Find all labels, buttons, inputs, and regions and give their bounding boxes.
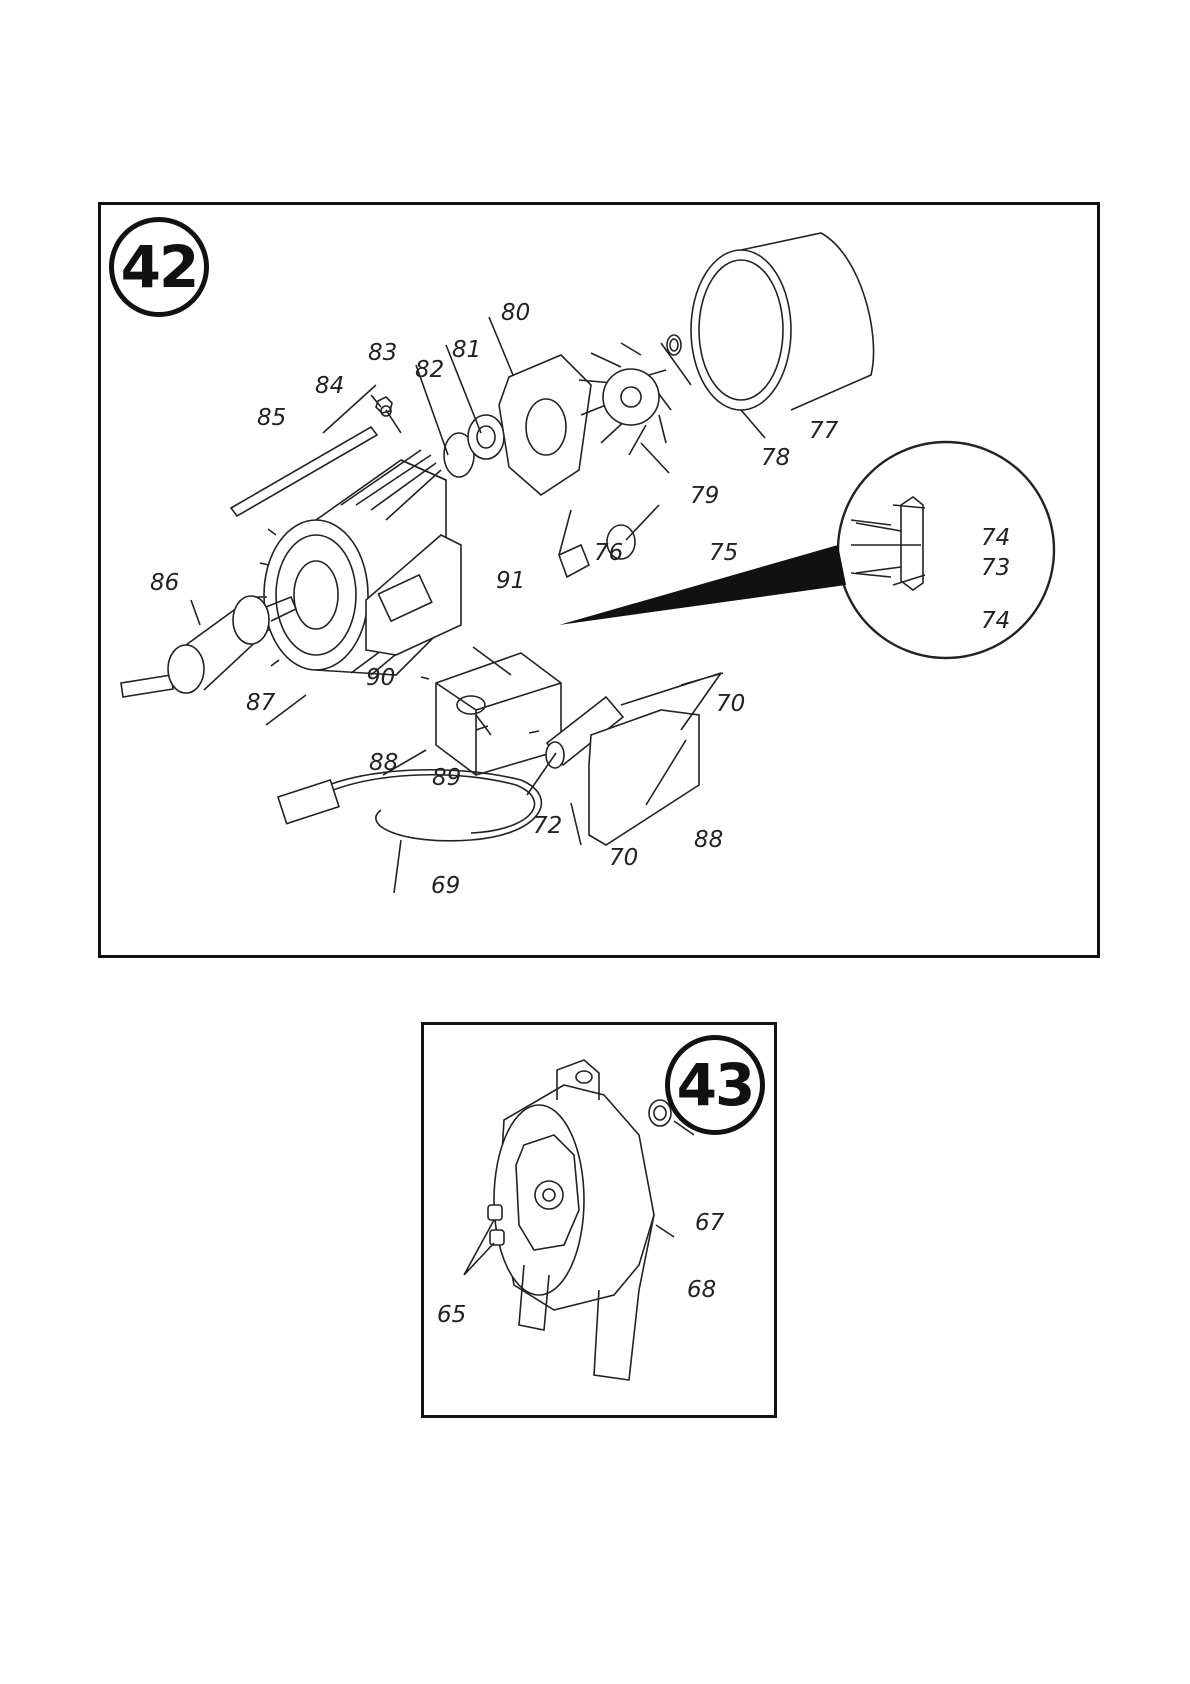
callout-label: 76 [594, 540, 623, 566]
figure-number-badge: 42 [109, 217, 209, 317]
callout-label: 86 [150, 570, 179, 596]
callout-label: 72 [533, 813, 562, 839]
terminal-box [436, 653, 561, 775]
cover-plate [589, 710, 699, 845]
callout-label: 85 [257, 405, 286, 431]
callout-label: 75 [709, 540, 738, 566]
end-shield [499, 355, 591, 495]
callout-label: 89 [432, 765, 461, 791]
fan [579, 343, 671, 455]
callout-label: 70 [609, 845, 638, 871]
callout-label: 81 [452, 337, 481, 363]
callout-label: 91 [496, 568, 525, 594]
callout-label: 73 [981, 555, 1010, 581]
bearing [468, 415, 504, 459]
callout-label: 88 [369, 750, 398, 776]
figure-42-panel: 69 70 70 72 73 74 74 75 76 77 78 79 80 8… [98, 202, 1100, 958]
callout-label: 65 [437, 1302, 466, 1328]
callout-label: 87 [246, 690, 276, 716]
fan-spacer [667, 335, 681, 355]
callout-label: 82 [415, 357, 444, 383]
callout-label: 69 [431, 873, 460, 899]
callout-label: 74 [981, 608, 1010, 634]
callout-label: 83 [368, 340, 397, 366]
switch [559, 545, 589, 577]
callout-label: 79 [690, 483, 719, 509]
callout-label: 68 [687, 1277, 716, 1303]
callout-label: 88 [694, 827, 723, 853]
callout-label: 70 [716, 691, 745, 717]
figure-43-panel: 65 67 68 43 [421, 1022, 777, 1418]
fan-cover [691, 233, 874, 410]
callout-label: 84 [315, 373, 344, 399]
callout-label: 77 [809, 418, 839, 444]
power-cable [278, 770, 541, 841]
figure-number-badge: 43 [665, 1035, 765, 1135]
callout-label: 90 [366, 665, 395, 691]
callout-label: 80 [501, 300, 530, 326]
pump-bracket [494, 1060, 654, 1380]
callout-label: 78 [761, 445, 790, 471]
tie-rod [231, 427, 377, 516]
callout-label: 67 [695, 1210, 725, 1236]
figure-42-drawing: 69 70 70 72 73 74 74 75 76 77 78 79 80 8… [101, 205, 1097, 955]
callout-label: 74 [981, 525, 1010, 551]
spacer-ring [649, 1100, 671, 1126]
